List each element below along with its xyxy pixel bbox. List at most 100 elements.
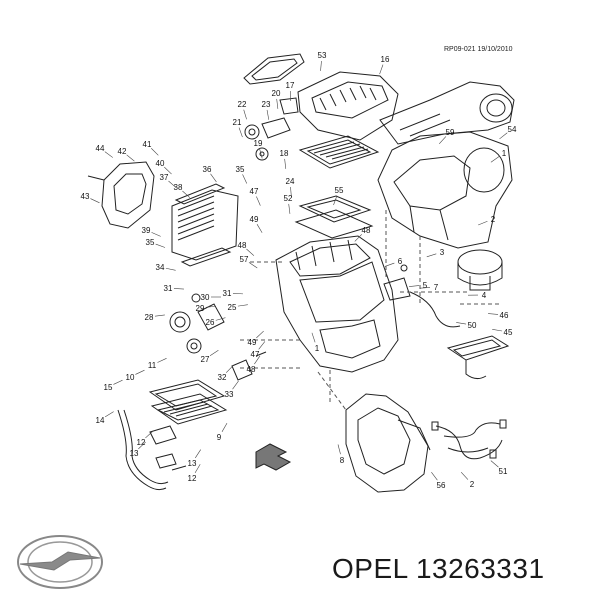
callout-53-leader [321, 61, 322, 71]
callout-4-label: 4 [482, 291, 487, 300]
callout-12-label: 12 [137, 438, 146, 447]
component-drawings [88, 54, 514, 492]
callout-25-label: 25 [228, 303, 237, 312]
control-knobs-part [170, 294, 224, 353]
front-arrow-part [256, 444, 290, 470]
callout-27-label: 27 [201, 355, 210, 364]
callout-44-label: 44 [96, 144, 105, 153]
callout-31-leader [174, 288, 184, 289]
callout-28-label: 28 [145, 313, 154, 322]
callout-49-label: 49 [250, 215, 259, 224]
callout-2-leader [461, 472, 468, 479]
blower-motor-part [458, 250, 502, 290]
upper-housing-part [298, 72, 398, 140]
callout-21-leader [239, 128, 242, 137]
callout-5-leader [409, 286, 419, 287]
callout-34-label: 34 [156, 263, 165, 272]
part-number-caption: OPEL 13263331 [332, 553, 545, 585]
callout-35-leader [156, 244, 165, 247]
callout-50-leader [456, 322, 466, 324]
callout-32-leader [226, 366, 233, 373]
callout-49-leader [256, 331, 263, 338]
callout-23-label: 23 [262, 100, 271, 109]
callout-14-label: 14 [96, 416, 105, 425]
ptc-heater-part [448, 336, 508, 379]
callout-16-leader [380, 65, 383, 74]
callout-34-leader [166, 268, 176, 270]
callout-2-label: 2 [470, 480, 475, 489]
callout-39-label: 39 [142, 226, 151, 235]
callout-49-label: 49 [248, 338, 257, 347]
callout-22-leader [244, 110, 247, 120]
callout-54-label: 54 [508, 125, 517, 134]
callout-35-leader [243, 174, 247, 183]
callout-20-label: 20 [272, 89, 281, 98]
callout-29-label: 29 [196, 304, 205, 313]
callout-56-leader [431, 472, 437, 480]
callout-30-label: 30 [201, 293, 210, 302]
callout-1-leader [312, 333, 315, 342]
filter-trays-part [150, 380, 226, 424]
gasket-frame-part [244, 54, 304, 84]
callout-47-label: 47 [251, 350, 260, 359]
callout-52-leader [289, 204, 290, 214]
callout-54-leader [499, 133, 507, 139]
callout-36-label: 36 [203, 165, 212, 174]
callout-43-label: 43 [81, 192, 90, 201]
callout-50-label: 50 [468, 321, 477, 330]
callout-49-leader [257, 224, 262, 233]
callout-53-label: 53 [318, 51, 327, 60]
leader-lines [90, 61, 507, 480]
callout-24-label: 24 [286, 177, 295, 186]
callout-6-leader [385, 263, 394, 266]
callout-32-label: 32 [218, 373, 227, 382]
callout-22-label: 22 [238, 100, 247, 109]
callout-12-label: 12 [188, 474, 197, 483]
callout-31-label: 31 [164, 284, 173, 293]
callout-48-label: 48 [362, 226, 371, 235]
callout-8-leader [338, 445, 340, 455]
callout-46-leader [488, 314, 498, 315]
callout-56-label: 56 [437, 481, 446, 490]
filter-frame-part [300, 136, 378, 168]
callout-18-label: 18 [280, 149, 289, 158]
callout-52-label: 52 [284, 194, 293, 203]
callout-6-label: 6 [398, 257, 403, 266]
blower-housing-part [378, 132, 512, 248]
callout-57-label: 57 [240, 255, 249, 264]
callout-44-leader [105, 152, 113, 158]
heater-core-part [172, 184, 238, 266]
construction-lines [240, 210, 500, 410]
drawing-reference: RP09-021 19/10/2010 [444, 46, 513, 53]
callout-13-label: 13 [188, 459, 197, 468]
callout-14-leader [105, 412, 114, 417]
callout-43-leader [90, 199, 99, 203]
callout-47-leader [256, 197, 260, 206]
callout-10-leader [135, 370, 144, 374]
callout-9-leader [222, 423, 227, 432]
actuator-gears-part [245, 98, 298, 160]
callout-25-leader [238, 305, 248, 306]
callout-11-label: 11 [148, 361, 157, 370]
callout-18-leader [285, 159, 286, 169]
callout-33-leader [233, 381, 239, 389]
callout-51-label: 51 [499, 467, 508, 476]
callout-37-label: 37 [160, 173, 169, 182]
callout-33-label: 33 [225, 390, 234, 399]
callout-27-leader [210, 350, 218, 355]
callout-10-label: 10 [126, 373, 135, 382]
callout-59-label: 59 [446, 128, 455, 137]
callout-15-leader [113, 380, 122, 384]
callout-31-leader [233, 293, 243, 294]
callout-5-label: 5 [423, 281, 428, 290]
callout-13-leader [195, 450, 200, 458]
callout-35-label: 35 [236, 165, 245, 174]
callout-51-leader [491, 461, 499, 468]
callout-8-label: 8 [340, 456, 345, 465]
callout-45-leader [492, 329, 502, 331]
callout-15-label: 15 [104, 383, 113, 392]
callout-36-leader [211, 174, 217, 182]
callout-55-label: 55 [335, 186, 344, 195]
